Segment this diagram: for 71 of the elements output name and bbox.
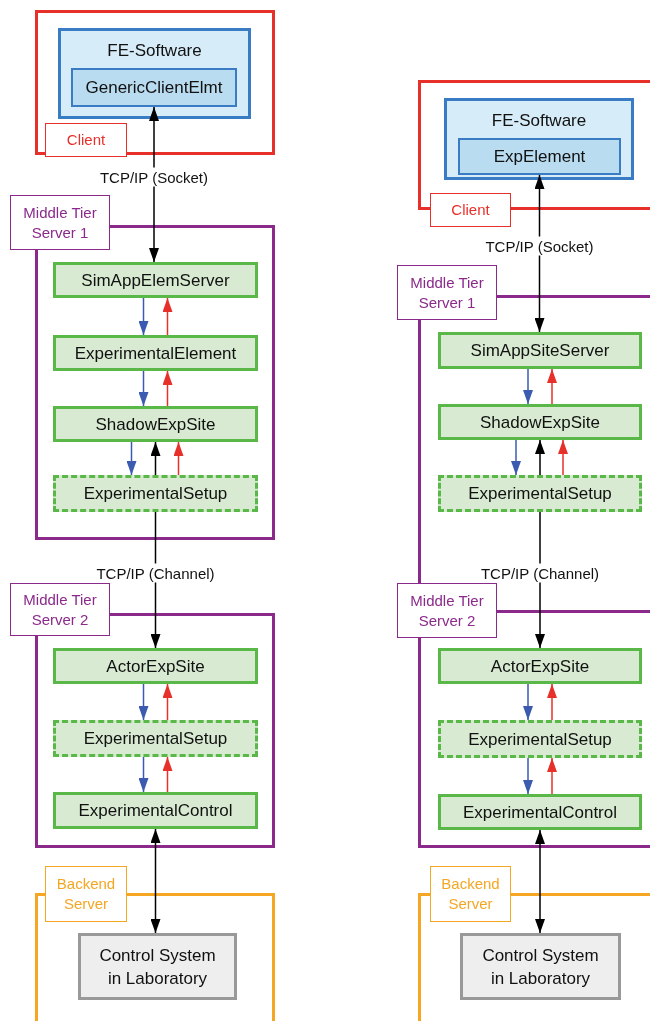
box-label: ExperimentalControl [462, 801, 618, 824]
component-box [438, 720, 642, 758]
tier-label: Client [430, 193, 511, 227]
arrow [138, 756, 149, 793]
box-label: Control System in Laboratory [481, 944, 600, 990]
arrow [138, 683, 149, 721]
tier-label: Middle Tier Server 2 [10, 583, 110, 636]
box-label: ActorExpSite [489, 655, 591, 678]
box-label: ExpElement [492, 146, 587, 168]
arrow [547, 757, 557, 795]
system-box [78, 933, 237, 1000]
arrow [149, 106, 159, 263]
box-label: GenericClientElmt [84, 77, 224, 99]
arrow [162, 683, 173, 721]
box-label: ExperimentalElement [73, 342, 238, 365]
arrow [523, 368, 533, 405]
tier-label: Client [45, 123, 127, 157]
tier-label: Middle Tier Server 1 [10, 195, 110, 250]
component-box [53, 262, 258, 298]
component-box [53, 475, 258, 512]
component-box [58, 28, 251, 119]
arrow [162, 297, 173, 336]
arrow [173, 441, 184, 476]
arrow [523, 683, 533, 721]
arrow [511, 439, 521, 476]
arrow [523, 757, 533, 795]
arrow [138, 297, 149, 336]
arrow [150, 441, 161, 476]
box-label: ExperimentalSetup [467, 728, 613, 751]
component-box [438, 332, 642, 369]
component-box [458, 138, 621, 175]
arrow [547, 683, 557, 721]
component-box [438, 648, 642, 684]
box-label: ShadowExpSite [479, 411, 601, 434]
tier-label: Backend Server [430, 866, 511, 922]
box-label: Control System in Laboratory [98, 944, 217, 990]
component-box [438, 475, 642, 512]
arrow [558, 439, 568, 476]
tier-label: Middle Tier Server 2 [397, 583, 497, 638]
component-box [53, 720, 258, 757]
arrow [162, 370, 173, 407]
box-label: FE-Software [106, 40, 203, 62]
box-label: FE-Software [490, 110, 588, 132]
arrow [150, 828, 161, 934]
arrow [138, 370, 149, 407]
component-box [53, 648, 258, 684]
arrow [547, 368, 557, 405]
arrow [534, 174, 545, 333]
box-label: ActorExpSite [105, 655, 206, 678]
tier-container [35, 10, 275, 155]
box-label: ExperimentalSetup [467, 483, 613, 505]
component-box [444, 98, 634, 180]
box-label: SimAppElemServer [80, 269, 231, 292]
component-box [53, 335, 258, 371]
arrow [126, 441, 137, 476]
component-box [53, 406, 258, 442]
component-box [438, 794, 642, 830]
box-label: ExperimentalSetup [82, 728, 229, 750]
box-label: ExperimentalControl [77, 800, 234, 822]
component-box [438, 404, 642, 440]
system-box [460, 933, 621, 1000]
arrow [162, 756, 173, 793]
arrow [535, 829, 545, 934]
component-box [71, 68, 237, 107]
box-label: SimAppSiteServer [469, 340, 611, 362]
box-label: ExperimentalSetup [82, 483, 229, 505]
box-label: ShadowExpSite [94, 413, 217, 436]
arrow [535, 439, 545, 476]
component-box [53, 792, 258, 829]
tier-label: Middle Tier Server 1 [397, 265, 497, 320]
tier-label: Backend Server [45, 866, 127, 922]
